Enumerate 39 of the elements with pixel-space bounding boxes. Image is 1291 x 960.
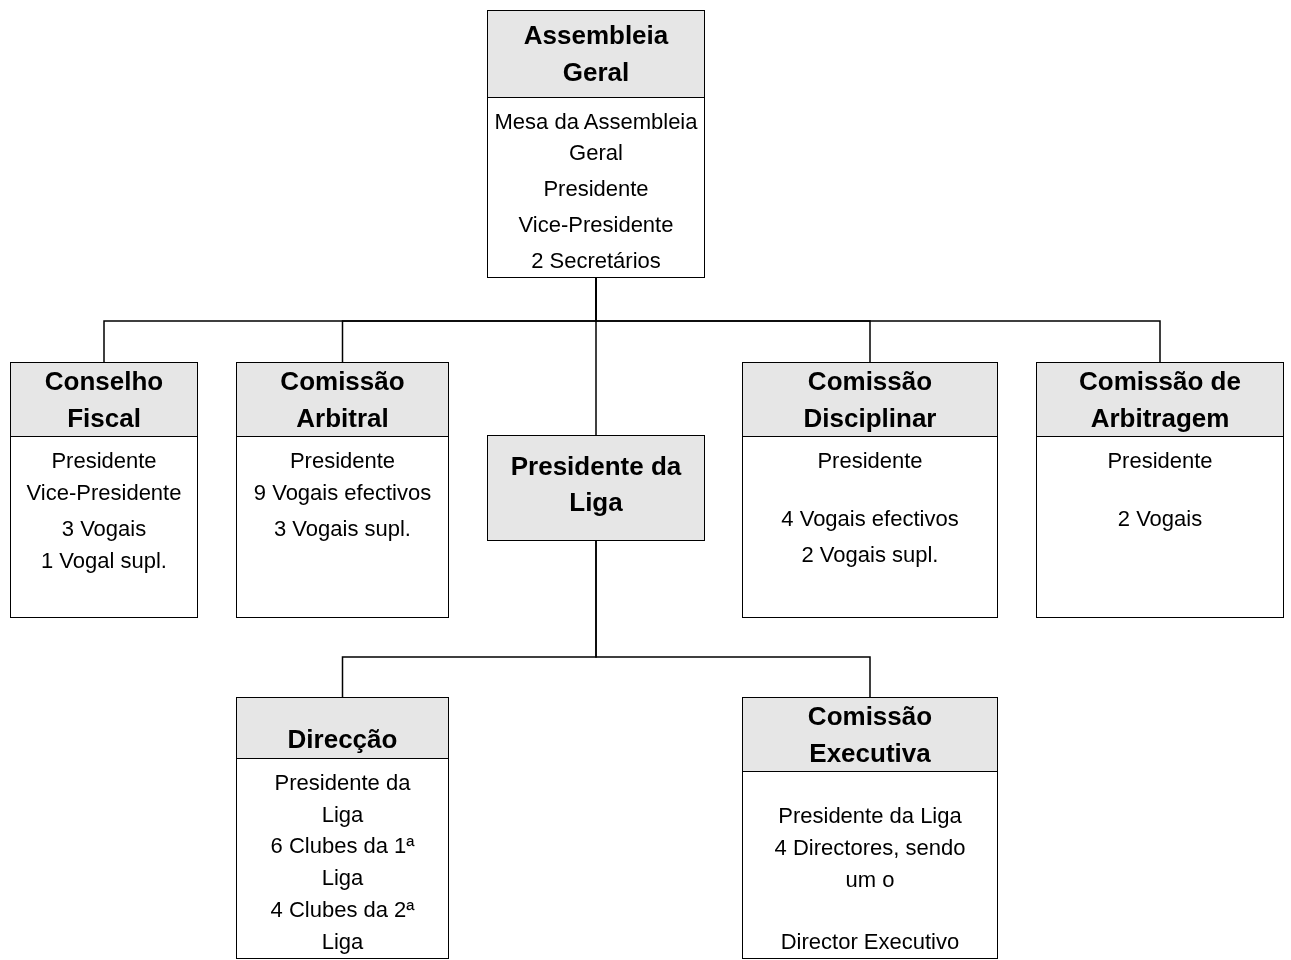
org-box (236, 697, 449, 959)
org-box (1036, 362, 1284, 618)
box-title: Comissão Arbitral (279, 365, 406, 435)
member-line: 6 Clubes da 1ª Liga (269, 832, 416, 893)
box-title: Conselho Fiscal (43, 365, 165, 435)
org-box (10, 362, 198, 618)
member-line: Presidente (543, 175, 649, 204)
heading-box (487, 435, 705, 541)
member-line: 3 Vogais (61, 514, 147, 543)
org-box (236, 362, 449, 618)
member-line: Director Executivo (780, 928, 960, 957)
member-line: Vice-Presidente (518, 211, 674, 240)
box-title: Comissão Executiva (806, 700, 934, 770)
member-line: 4 Clubes da 2ª Liga (269, 896, 416, 957)
member-line: 2 Vogais supl. (801, 540, 939, 569)
connector-line (595, 540, 871, 698)
org-box (742, 697, 998, 959)
box-title: Comissão Disciplinar (802, 365, 938, 435)
org-box (742, 362, 998, 618)
member-line: 9 Vogais efectivos (253, 478, 432, 507)
member-line: Mesa da Assembleia Geral (493, 107, 699, 168)
member-line: 2 Secretários (531, 247, 661, 276)
member-line: 1 Vogal supl. (41, 546, 167, 575)
member-line: Presidente (1107, 447, 1213, 475)
member-line: Vice-Presidente (26, 478, 182, 507)
box-title: Direcção (287, 723, 398, 757)
member-line: Presidente (289, 447, 396, 475)
member-line: Presidente da Liga (273, 768, 412, 829)
member-line: 4 Vogais efectivos (781, 504, 959, 533)
member-line: 3 Vogais supl. (274, 514, 411, 543)
org-box (487, 10, 705, 278)
member-line: 4 Directores, sendo um o (773, 834, 967, 895)
box-title: Presidente da Liga (509, 449, 683, 519)
member-line: Presidente (51, 447, 157, 475)
member-line: Presidente da Liga (778, 802, 962, 831)
member-line: Presidente (817, 447, 923, 475)
box-title: Comissão de Arbitragem (1078, 365, 1242, 435)
box-title: Assembleia Geral (522, 19, 670, 89)
member-line: 2 Vogais (1117, 504, 1203, 533)
